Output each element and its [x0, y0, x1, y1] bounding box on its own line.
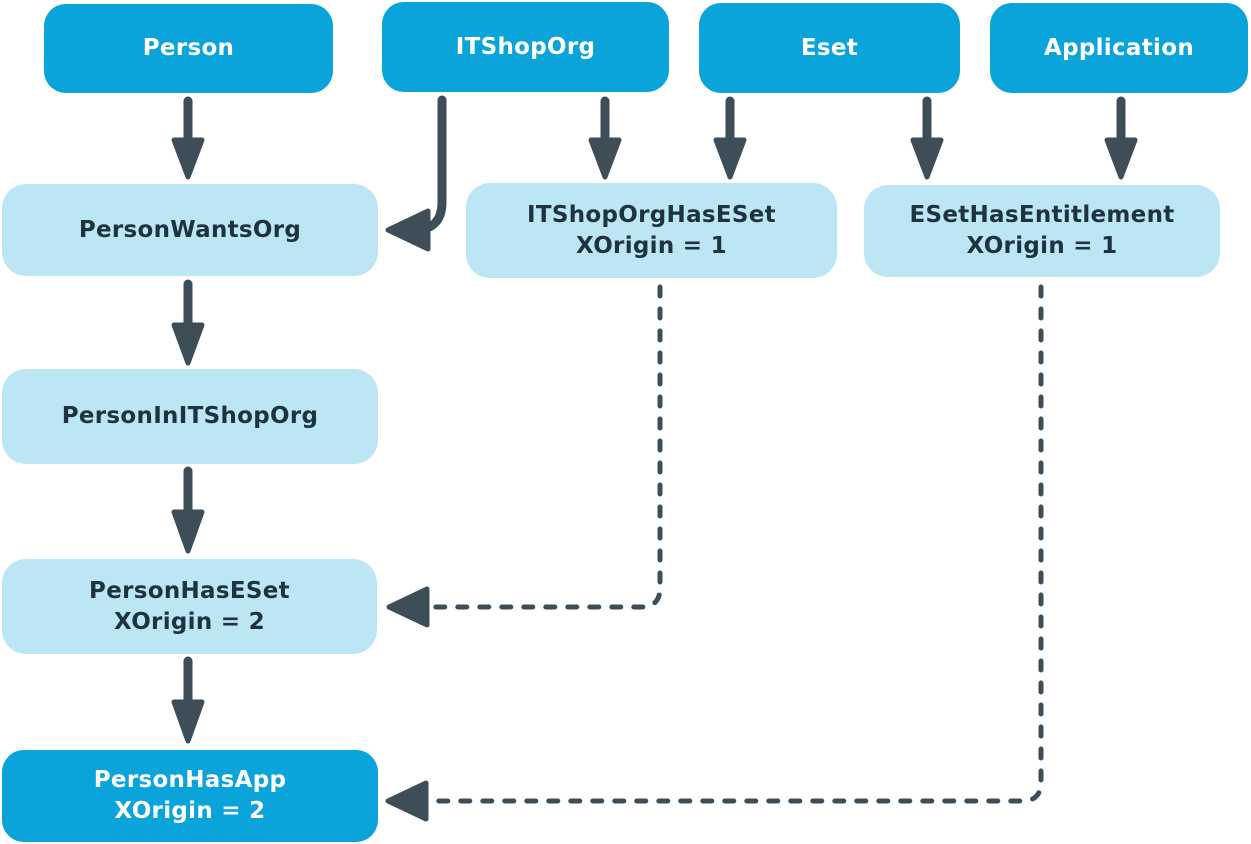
node-personwantsorg-label: PersonWantsOrg — [78, 216, 302, 243]
node-personhasapp-sublabel: XOrigin = 2 — [114, 798, 266, 824]
node-personwantsorg: PersonWantsOrg — [2, 184, 378, 276]
node-personhaseset-sublabel: XOrigin = 2 — [113, 608, 265, 635]
node-esethasentitlement-sublabel: XOrigin = 1 — [966, 233, 1118, 259]
node-personinitshoporg: PersonInITShopOrg — [2, 369, 378, 464]
edge-eset-to-itshoporghaseset — [713, 96, 747, 180]
node-personhaseset-label: PersonHasESet — [89, 577, 290, 604]
edge-eset-to-esethasentitlement — [910, 96, 944, 180]
node-personhasapp-label: PersonHasApp — [93, 767, 287, 793]
edge-itshoporg-to-personwantsorg — [385, 95, 447, 252]
edge-itshoporghaseset-to-personhaseset — [386, 284, 663, 628]
node-eset: Eset — [699, 3, 960, 93]
node-itshoporg-label: ITShopOrg — [455, 33, 596, 60]
node-eset-label: Eset — [800, 34, 859, 61]
node-personinitshoporg-label: PersonInITShopOrg — [61, 403, 319, 429]
node-itshoporghaseset: ITShopOrgHasESet XOrigin = 1 — [466, 183, 837, 278]
node-itshoporghaseset-label: ITShopOrgHasESet — [527, 201, 776, 228]
edge-personhaseset-to-personhasapp — [171, 656, 205, 744]
node-itshoporg: ITShopOrg — [382, 2, 669, 92]
edge-personwantsorg-to-personinitshoporg — [171, 279, 205, 366]
node-personhasapp: PersonHasApp XOrigin = 2 — [2, 750, 378, 842]
edge-personinitshoporg-to-personhaseset — [171, 466, 205, 554]
edge-itshoporg-to-itshoporghaseset — [588, 96, 622, 180]
edge-application-to-esethasentitlement — [1104, 96, 1138, 180]
node-esethasentitlement-label: ESetHasEntitlement — [909, 202, 1175, 228]
node-person-label: Person — [142, 35, 235, 61]
edge-esethasentitlement-to-personhasapp — [385, 284, 1044, 822]
edge-person-to-personwantsorg — [171, 96, 205, 180]
node-application-label: Application — [1043, 34, 1194, 61]
node-application: Application — [990, 3, 1248, 93]
node-person: Person — [44, 4, 333, 93]
node-esethasentitlement: ESetHasEntitlement XOrigin = 1 — [864, 185, 1220, 277]
node-itshoporghaseset-sublabel: XOrigin = 1 — [575, 232, 727, 259]
node-personhaseset: PersonHasESet XOrigin = 2 — [2, 559, 377, 654]
